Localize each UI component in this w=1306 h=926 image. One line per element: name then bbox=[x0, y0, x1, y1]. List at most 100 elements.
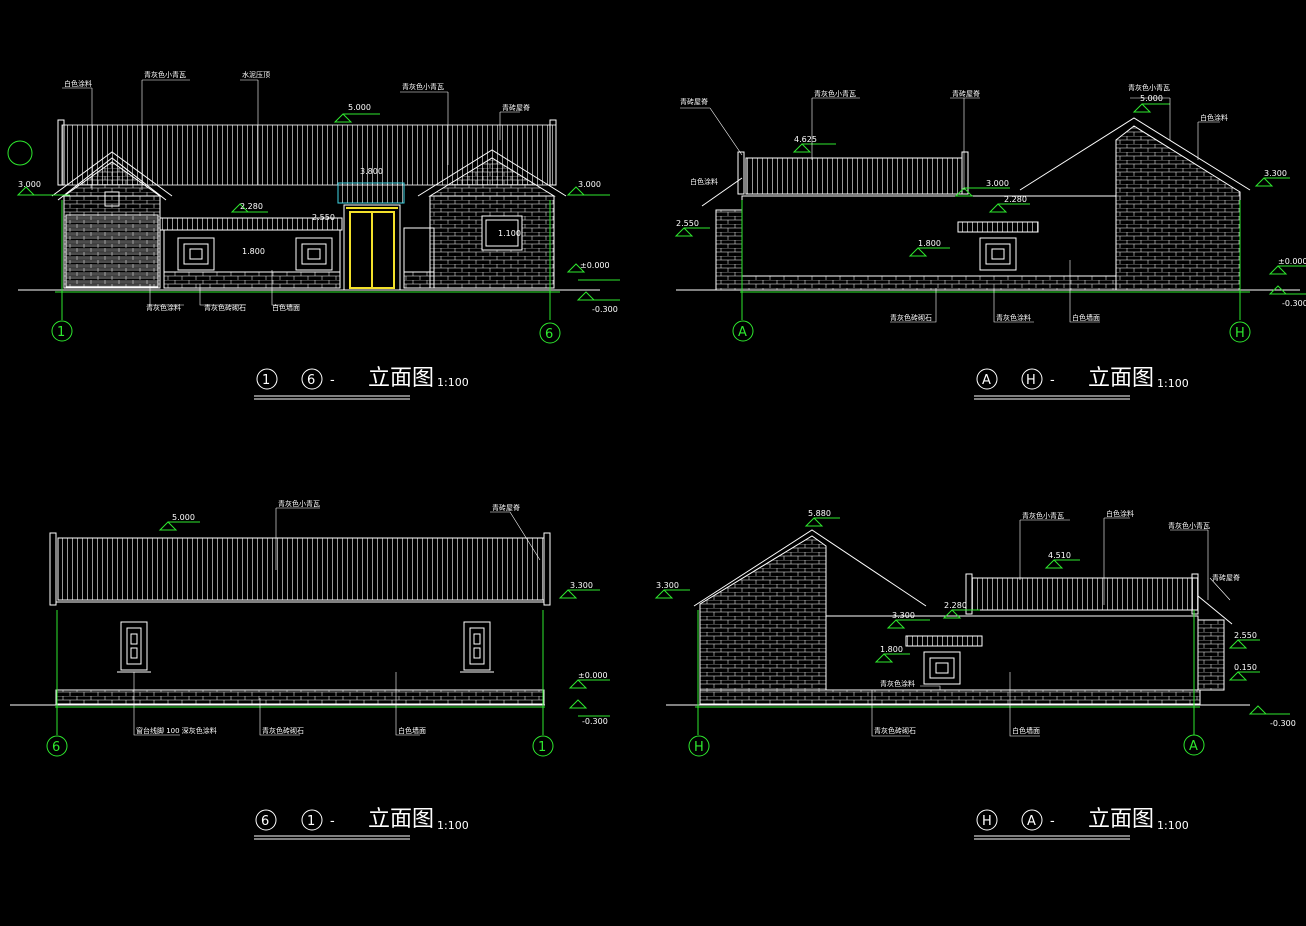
side-ah-note-6: 青灰色砖砌石 bbox=[890, 313, 932, 322]
title-front-a: 1 bbox=[262, 373, 270, 388]
side-ah-note-2: 青灰色小青瓦 bbox=[814, 89, 856, 98]
side-ha-note-3: 青砖屋脊 bbox=[1212, 573, 1240, 582]
front-level-ridge: 5.000 bbox=[348, 103, 371, 112]
rear-level-below: -0.300 bbox=[582, 717, 608, 726]
rear-note-4: 白色墙面 bbox=[398, 726, 426, 735]
front-note-6: 青灰色砖砌石 bbox=[204, 303, 246, 312]
front-note-3: 青灰色小青瓦 bbox=[402, 82, 444, 91]
side-ha-axis-left: H bbox=[694, 740, 704, 755]
side-ah-note-3: 青砖屋脊 bbox=[952, 89, 980, 98]
front-level-window: 1.800 bbox=[242, 247, 265, 256]
side-ha-level-eave: 4.510 bbox=[1048, 551, 1071, 560]
side-ah-level-wall: 2.280 bbox=[1004, 195, 1027, 204]
side-ah-level-ground: ±0.000 bbox=[1278, 257, 1306, 266]
front-note-1: 青灰色小青瓦 bbox=[144, 70, 186, 79]
title-front-dash: - bbox=[330, 373, 335, 388]
side-ha-level-right: 2.550 bbox=[1234, 631, 1257, 640]
rear-level-eave: 3.300 bbox=[570, 581, 593, 590]
title-side-ha-text: 立面图 bbox=[1088, 807, 1154, 832]
side-ah-level-below: -0.300 bbox=[1282, 299, 1306, 308]
rear-level-ridge: 5.000 bbox=[172, 513, 195, 522]
side-ha-note-6: 白色墙面 bbox=[1012, 726, 1040, 735]
side-ha-level-gate: 3.300 bbox=[892, 611, 915, 620]
side-ha-axis-right: A bbox=[1189, 739, 1198, 754]
front-level-window-right: 1.100 bbox=[498, 229, 521, 238]
side-ha-level-step: 0.150 bbox=[1234, 663, 1257, 672]
front-level-ground: ±0.000 bbox=[580, 261, 610, 270]
title-side-ah-a: A bbox=[982, 373, 991, 388]
side-ha-level-wall: 2.280 bbox=[944, 601, 967, 610]
side-ah-axis-left: A bbox=[738, 325, 747, 340]
rear-axis-left: 6 bbox=[52, 740, 60, 755]
title-side-ha-scale: 1:100 bbox=[1157, 819, 1189, 832]
side-ah-level-window: 1.800 bbox=[918, 239, 941, 248]
front-axis-left: 1 bbox=[57, 325, 65, 340]
title-side-ha-b: A bbox=[1027, 814, 1036, 829]
side-ha-note-1: 白色涂料 bbox=[1106, 509, 1134, 518]
title-side-ah-b: H bbox=[1026, 373, 1036, 388]
front-note-5: 青灰色涂料 bbox=[146, 303, 181, 312]
front-level-below: -0.300 bbox=[592, 305, 618, 314]
front-level-gate: 3.800 bbox=[360, 167, 383, 176]
title-rear-scale: 1:100 bbox=[437, 819, 469, 832]
side-ha-level-left: 3.300 bbox=[656, 581, 679, 590]
title-front-text: 立面图 bbox=[368, 366, 434, 391]
side-ah-level-ridge: 5.000 bbox=[1140, 94, 1163, 103]
title-side-ah-dash: - bbox=[1050, 373, 1055, 388]
side-ah-note-0: 青砖屋脊 bbox=[680, 97, 708, 106]
title-side-ha-a: H bbox=[982, 814, 992, 829]
rear-level-ground: ±0.000 bbox=[578, 671, 608, 680]
front-note-4: 青砖屋脊 bbox=[502, 103, 530, 112]
side-ah-note-1: 白色涂料 bbox=[690, 177, 718, 186]
title-side-ha: H A - 立面图 1:100 bbox=[974, 807, 1189, 840]
front-axis-right: 6 bbox=[545, 327, 553, 342]
title-front-b: 6 bbox=[307, 373, 315, 388]
elevation-side-ha bbox=[654, 517, 1290, 757]
side-ha-note-5: 青灰色砖砌石 bbox=[874, 726, 916, 735]
side-ah-axis-right: H bbox=[1235, 326, 1245, 341]
title-rear-text: 立面图 bbox=[368, 807, 434, 832]
side-ah-level-right: 3.300 bbox=[1264, 169, 1287, 178]
title-rear-dash: - bbox=[330, 814, 335, 829]
rear-note-1: 青砖屋脊 bbox=[492, 503, 520, 512]
front-note-2: 水泥压顶 bbox=[242, 70, 270, 79]
axis-bubble-1 bbox=[51, 320, 73, 342]
side-ha-note-0: 青灰色小青瓦 bbox=[1022, 511, 1064, 520]
front-level-eave-right: 3.000 bbox=[578, 180, 601, 189]
side-ah-note-8: 白色墙面 bbox=[1072, 313, 1100, 322]
front-note-7: 白色墙面 bbox=[272, 303, 300, 312]
rear-note-2: 窗台线脚 100 深灰色涂料 bbox=[136, 726, 217, 735]
side-ha-level-ridge: 5.880 bbox=[808, 509, 831, 518]
elevation-rear bbox=[10, 507, 610, 757]
front-note-0: 白色涂料 bbox=[64, 79, 92, 88]
rear-note-0: 青灰色小青瓦 bbox=[278, 499, 320, 508]
side-ah-note-7: 青灰色涂料 bbox=[996, 313, 1031, 322]
front-level-eave-left: 3.000 bbox=[18, 180, 41, 189]
front-level-wall: 2.280 bbox=[240, 202, 263, 211]
side-ha-level-window: 1.800 bbox=[880, 645, 903, 654]
title-rear-b: 1 bbox=[307, 814, 315, 829]
elevation-front bbox=[7, 79, 620, 344]
side-ah-level-left: 2.550 bbox=[676, 219, 699, 228]
side-ha-note-4: 青灰色涂料 bbox=[880, 679, 915, 688]
side-ha-level-below: -0.300 bbox=[1270, 719, 1296, 728]
side-ah-note-5: 白色涂料 bbox=[1200, 113, 1228, 122]
front-level-gate-top: 2.550 bbox=[312, 213, 335, 222]
side-ah-level-eave: 4.625 bbox=[794, 135, 817, 144]
title-front: 1 6 - 立面图 1:100 bbox=[254, 366, 469, 400]
title-side-ha-dash: - bbox=[1050, 814, 1055, 829]
rear-note-3: 青灰色砖砌石 bbox=[262, 726, 304, 735]
title-rear-a: 6 bbox=[261, 814, 269, 829]
title-front-scale: 1:100 bbox=[437, 376, 469, 389]
axis-bubble-6 bbox=[539, 322, 561, 344]
rear-axis-right: 1 bbox=[538, 740, 546, 755]
title-side-ah-scale: 1:100 bbox=[1157, 377, 1189, 390]
elevation-side-ah bbox=[674, 97, 1306, 343]
side-ah-level-mid: 3.000 bbox=[986, 179, 1009, 188]
title-side-ah: A H - 立面图 1:100 bbox=[974, 366, 1189, 400]
side-ah-note-4: 青灰色小青瓦 bbox=[1128, 83, 1170, 92]
side-ha-note-2: 青灰色小青瓦 bbox=[1168, 521, 1210, 530]
title-rear: 6 1 - 立面图 1:100 bbox=[254, 807, 469, 840]
title-side-ah-text: 立面图 bbox=[1088, 366, 1154, 391]
